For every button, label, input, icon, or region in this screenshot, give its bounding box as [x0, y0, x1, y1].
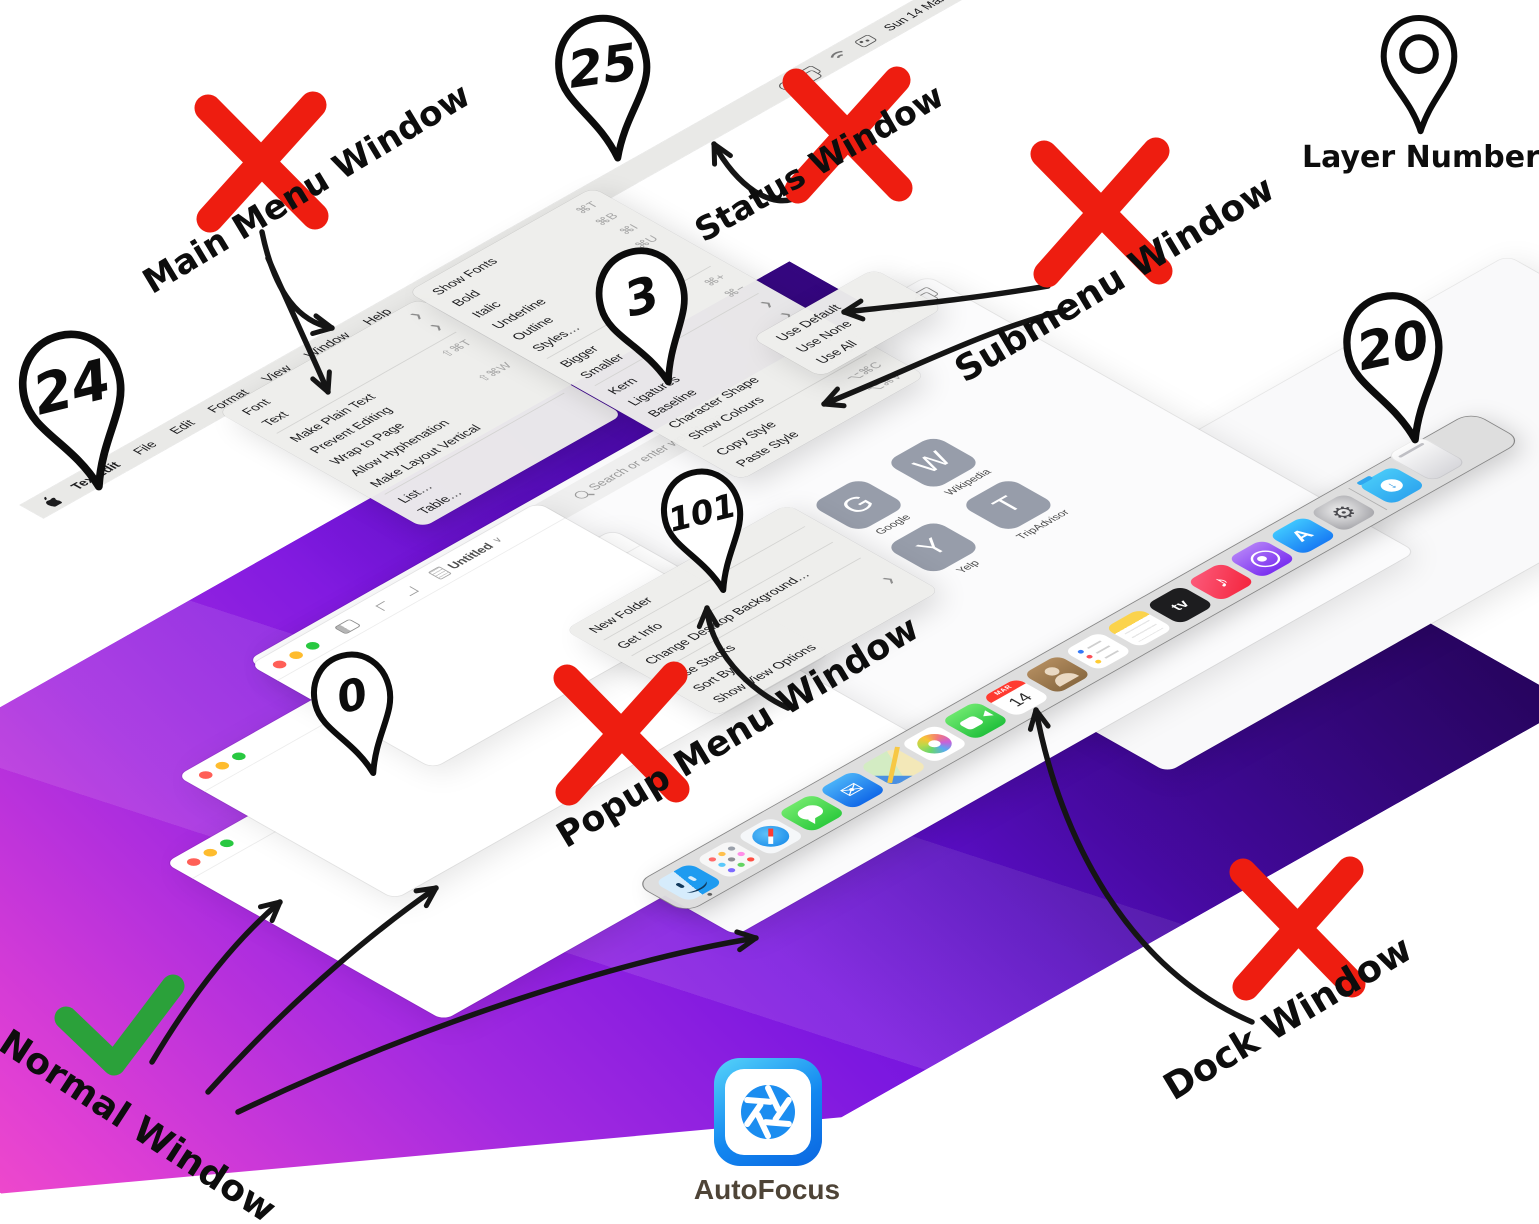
menu-app-name[interactable]: TextEdit — [67, 459, 124, 492]
spotlight-icon[interactable] — [775, 79, 797, 92]
label-main-menu-window: Main Menu Window — [136, 75, 478, 303]
menu-bar: TextEdit File Edit Format View Window He… — [20, 0, 1009, 519]
label-layer-number: Layer Number — [1302, 140, 1539, 175]
apple-menu-icon[interactable] — [37, 495, 62, 509]
label-status-window: Status Window — [688, 75, 951, 250]
control-center-icon[interactable] — [799, 65, 822, 79]
corner-bracket-icon — [401, 586, 419, 597]
document-icon — [427, 566, 453, 580]
menu-edit[interactable]: Edit — [165, 417, 199, 436]
running-indicator — [706, 892, 714, 897]
user-switch-icon[interactable] — [852, 34, 878, 48]
menu-file[interactable]: File — [129, 438, 161, 457]
label-dock-window: Dock Window — [1156, 927, 1420, 1109]
sidebar-toggle-icon[interactable] — [333, 618, 362, 635]
svg-text:25: 25 — [564, 33, 641, 100]
autofocus-app-icon — [714, 1058, 822, 1166]
layer-number-pin-icon — [1380, 15, 1458, 135]
corner-bracket-icon — [375, 601, 393, 611]
svg-text:24: 24 — [27, 348, 117, 429]
search-icon — [571, 488, 591, 500]
wifi-icon[interactable] — [825, 50, 849, 64]
chevron-down-icon[interactable]: ∨ — [489, 535, 506, 545]
autofocus-app-name: AutoFocus — [693, 1174, 841, 1205]
menu-bar-clock[interactable]: Sun 14 Mar at 09:41 — [879, 0, 991, 33]
